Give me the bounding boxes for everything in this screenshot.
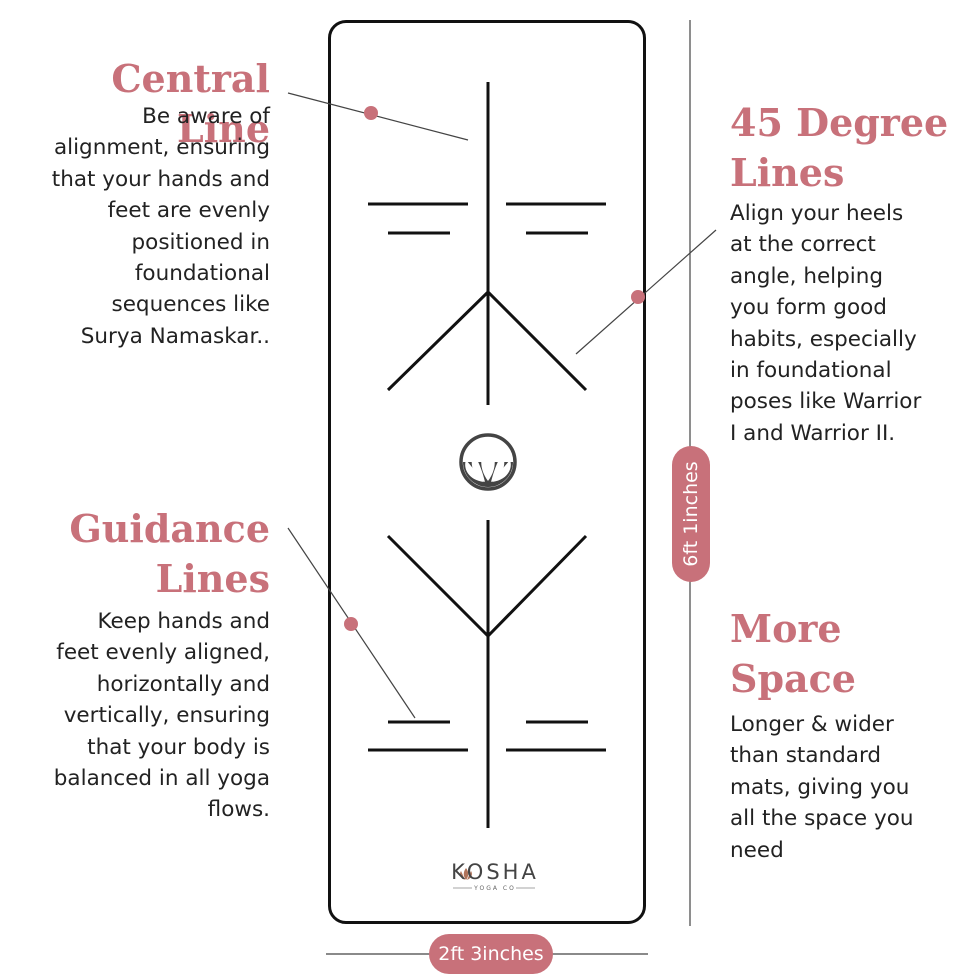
text-line: Surya Namaskar.. xyxy=(80,323,270,349)
text-line: positioned in xyxy=(131,229,270,255)
text-line: habits, especially xyxy=(730,326,917,352)
width-dimension-label: 2ft 3inches xyxy=(429,934,553,974)
title-line: Lines xyxy=(730,150,845,195)
title-line: Lines xyxy=(155,556,270,601)
guidance-lines-title: Guidance Lines xyxy=(20,504,270,604)
text-line: Align your heels xyxy=(730,201,904,226)
brand-subtitle: YOGA CO xyxy=(474,885,516,892)
text-line: than standard xyxy=(730,743,882,769)
text-line: foundational xyxy=(134,261,270,287)
text-line: Be aware of xyxy=(142,104,270,129)
text-line: feet evenly aligned, xyxy=(56,640,270,666)
leader-central xyxy=(287,92,469,141)
lotus-logo-icon xyxy=(459,433,517,491)
degree-lines-title: 45 Degree Lines xyxy=(730,98,970,198)
text-line: vertically, ensuring xyxy=(63,703,270,729)
text-line: in foundational xyxy=(730,358,892,384)
text-line: Keep hands and xyxy=(97,609,270,634)
title-line: Guidance xyxy=(69,506,270,551)
text-line: sequences like xyxy=(111,292,271,318)
title-line: More xyxy=(730,606,842,651)
callout-dot-central xyxy=(364,106,378,120)
callout-dot-guidance xyxy=(344,617,358,631)
central-line-title: Central Line xyxy=(111,56,270,151)
callout-dot-degree xyxy=(631,290,645,304)
text-line: mats, giving you xyxy=(730,774,910,800)
text-line: Longer & wider xyxy=(730,712,894,737)
brand-lotus-mark-icon xyxy=(460,868,472,880)
text-line: at the correct xyxy=(730,232,876,258)
text-line: alignment, ensuring xyxy=(53,135,270,161)
text-line: I and Warrior II. xyxy=(730,420,896,446)
text-line: you form good xyxy=(730,295,887,321)
text-line: that your hands and xyxy=(51,166,270,192)
text-line: that your body is xyxy=(87,734,270,760)
degree-lines-top xyxy=(386,289,588,392)
text-line: need xyxy=(730,837,784,863)
length-dimension-label: 6ft 1inches xyxy=(672,446,710,582)
leader-degree xyxy=(575,229,717,355)
title-line: 45 Degree xyxy=(730,100,949,145)
text-line: balanced in all yoga xyxy=(53,766,270,792)
brand-logo: KOSHA YOGA CO xyxy=(440,860,550,894)
degree-lines-bottom xyxy=(386,534,588,639)
yoga-mat-outline xyxy=(328,20,646,924)
more-space-description: Longer & wider than standard mats, givin… xyxy=(730,709,975,866)
text-line: horizontally and xyxy=(96,671,270,697)
central-line-description: Be aware of alignment, ensuring that you… xyxy=(10,101,270,352)
text-line: feet are evenly xyxy=(107,198,270,224)
text-line: flows. xyxy=(207,797,270,823)
more-space-title: More Space xyxy=(730,604,970,704)
title-line: Space xyxy=(730,656,856,701)
brand-name: KOSHA xyxy=(451,860,539,884)
text-line: all the space you xyxy=(730,806,914,832)
length-dimension-text: 6ft 1inches xyxy=(680,461,702,567)
degree-lines-description: Align your heels at the correct angle, h… xyxy=(730,198,975,449)
guidance-lines-description: Keep hands and feet evenly aligned, hori… xyxy=(10,606,270,826)
text-line: poses like Warrior xyxy=(730,389,922,415)
text-line: angle, helping xyxy=(730,263,884,289)
